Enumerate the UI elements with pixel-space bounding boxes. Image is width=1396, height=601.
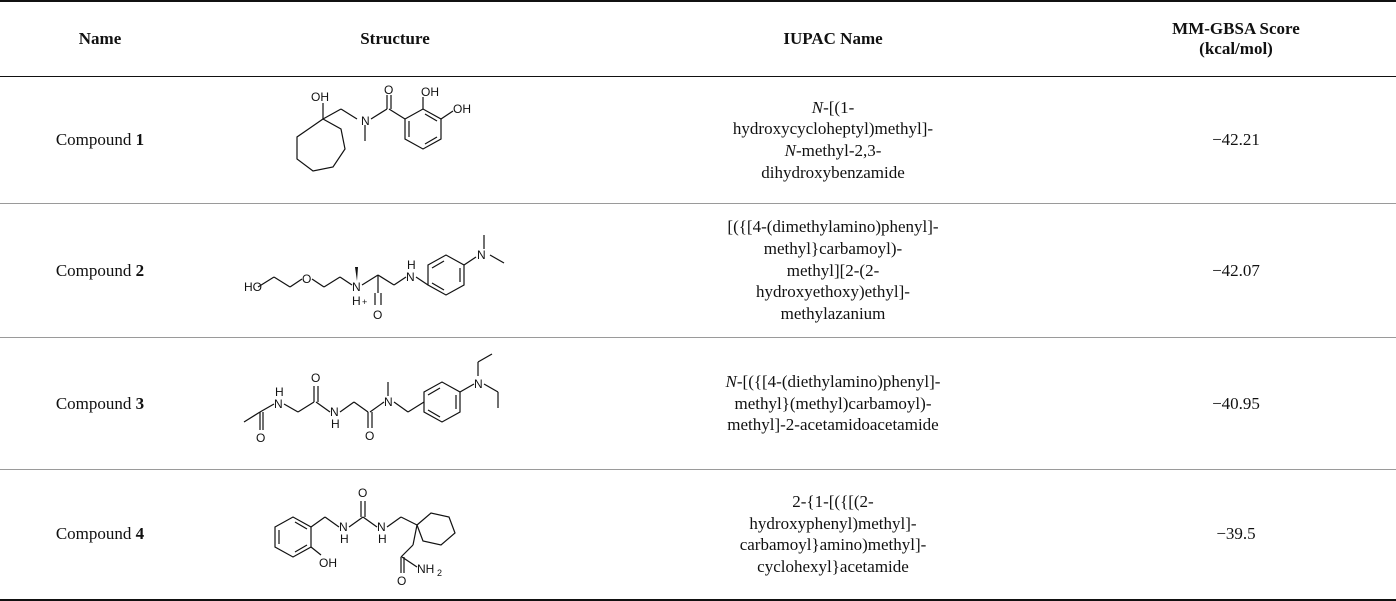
iupac-italic: N [784, 141, 796, 160]
atom-label: O [256, 431, 265, 445]
iupac-italic: N [811, 97, 824, 117]
atom-label: OH [319, 556, 337, 570]
atom-label: O [397, 574, 406, 588]
atom-label: N [384, 395, 393, 409]
iupac-cell: N-[(1- hydroxycycloheptyl)methyl]- N-met… [590, 77, 1076, 204]
structure-cell: HO O N H + O H N N [200, 204, 590, 338]
atom-label: O [365, 429, 374, 443]
score-cell: −42.07 [1212, 260, 1260, 280]
iupac-line: -methyl-2,3- [795, 141, 882, 160]
compound-name-prefix: Compound [55, 130, 136, 150]
compound-name-cell: Compound 4 [0, 470, 200, 600]
compound-number: 4 [135, 524, 145, 544]
atom-label: N [377, 520, 386, 534]
atom-label: OH [421, 85, 439, 99]
compound-name-prefix: Compound [55, 260, 136, 280]
structure-cell: OH O N H N H O NH 2 [200, 470, 590, 600]
atom-label: N [352, 280, 361, 294]
score-cell: −40.95 [1212, 393, 1260, 413]
iupac-line: hydroxyethoxy)ethyl]- [756, 282, 910, 302]
atom-label: HO [244, 280, 262, 294]
iupac-line: -[(1- [823, 97, 855, 117]
atom-label: + [362, 297, 367, 307]
header-iupac: IUPAC Name [783, 28, 883, 48]
header-score: MM-GBSA Score (kcal/mol) [1076, 1, 1396, 77]
atom-label: N [361, 114, 370, 128]
iupac-line: -[({[4-(diethylamino)phenyl]- [736, 371, 941, 391]
atom-label: OH [453, 102, 471, 116]
atom-label: N [339, 520, 348, 534]
atom-label: OH [311, 90, 329, 104]
atom-label: NH [417, 562, 434, 576]
iupac-italic: N [725, 371, 737, 391]
iupac-line: [({[4-(dimethylamino)phenyl]- [727, 217, 939, 237]
score-cell: −42.21 [1212, 130, 1260, 150]
atom-label: H [407, 258, 416, 272]
iupac-cell: N-[({[4-(diethylamino)phenyl]- methyl}(m… [590, 338, 1076, 470]
atom-label: N [406, 270, 415, 284]
table-row: Compound 1 [0, 77, 1396, 204]
table-row: Compound 2 [0, 204, 1396, 338]
compound-number: 2 [135, 260, 145, 280]
table-row: Compound 3 [0, 338, 1396, 470]
atom-label: O [302, 272, 311, 286]
iupac-line: hydroxyphenyl)methyl]- [749, 513, 917, 533]
atom-label: H [331, 417, 340, 431]
compound-name-prefix: Compound [55, 393, 136, 413]
iupac-line: hydroxycycloheptyl)methyl]- [732, 119, 934, 139]
iupac-line: methyl][2-(2- [786, 260, 880, 280]
compound-name-cell: Compound 2 [0, 204, 200, 338]
structure-compound-2: HO O N H + O H N N [244, 234, 505, 322]
table-header-row: Name Structure IUPAC Name MM-GBSA Score … [0, 1, 1396, 77]
structure-compound-1: OH N O OH OH [296, 85, 471, 172]
atom-label: N [330, 405, 339, 419]
atom-label: N [274, 397, 283, 411]
atom-label: N [477, 248, 486, 262]
atom-label: N [474, 377, 483, 391]
iupac-line: methyl}carbamoyl)- [763, 238, 903, 258]
atom-label: H [275, 385, 284, 399]
structure-compound-3: H N O O N H O N N [243, 352, 499, 445]
iupac-line: 2-{1-[({[(2- [792, 491, 874, 511]
atom-label: O [384, 85, 393, 97]
compound-name-cell: Compound 3 [0, 338, 200, 470]
atom-label: H [340, 532, 349, 546]
atom-label: H [352, 294, 361, 308]
structure-compound-4: OH O N H N H O NH 2 [274, 486, 456, 588]
iupac-cell: 2-{1-[({[(2- hydroxyphenyl)methyl]- carb… [590, 470, 1076, 600]
header-score-line2: (kcal/mol) [1199, 39, 1273, 58]
atom-label: O [311, 371, 320, 385]
atom-label: O [373, 308, 382, 322]
iupac-line: methylazanium [780, 304, 886, 324]
header-score-line1: MM-GBSA Score [1172, 18, 1300, 38]
compound-number: 1 [135, 130, 145, 150]
iupac-line: dihydroxybenzamide [761, 162, 905, 182]
structure-cell: OH N O OH OH [200, 77, 590, 204]
iupac-line: methyl]-2-acetamidoacetamide [727, 415, 939, 435]
score-cell: −39.5 [1216, 524, 1256, 544]
header-name: Name [78, 28, 122, 48]
atom-label: H [378, 532, 387, 546]
compound-number: 3 [135, 393, 145, 413]
atom-label: 2 [437, 568, 442, 578]
table-row: Compound 4 [0, 470, 1396, 600]
iupac-line: methyl}(methyl)carbamoyl)- [734, 393, 932, 413]
iupac-line: cyclohexyl}acetamide [757, 557, 909, 576]
compound-name-cell: Compound 1 [0, 77, 200, 204]
iupac-line: carbamoyl}amino)methyl]- [739, 535, 927, 555]
structure-cell: H N O O N H O N N [200, 338, 590, 470]
header-structure: Structure [360, 28, 430, 48]
compound-name-prefix: Compound [55, 524, 136, 544]
atom-label: O [358, 486, 367, 500]
iupac-cell: [({[4-(dimethylamino)phenyl]- methyl}car… [590, 204, 1076, 338]
